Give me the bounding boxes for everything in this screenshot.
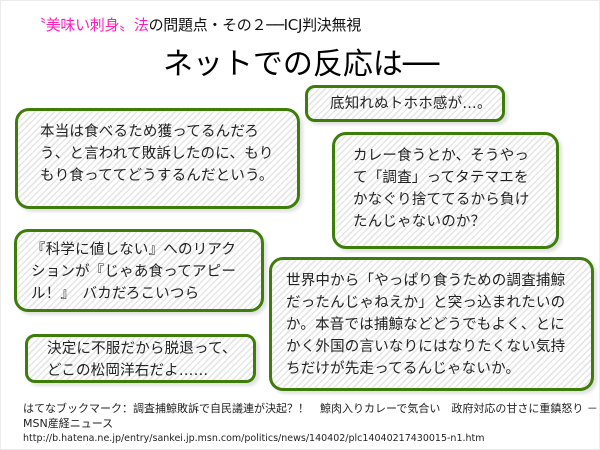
- comment-bubble: 本当は食べるため獲ってるんだろ う、と言われて敗訴したのに、もり もり食っててど…: [15, 108, 300, 209]
- comment-text: カレー食うとか、そうやっ て「調査」ってタテマエを かなぐり捨ててるから負け た…: [353, 148, 530, 230]
- comment-bubble: 世界中から「やっぱり食うための調査捕鯨 だったんじゃねえか」と突っ込まれたいの …: [269, 257, 594, 391]
- comment-text: 底知れぬトホホ感が…。: [330, 96, 492, 112]
- source-title-line2: MSN産経ニュース: [23, 417, 114, 430]
- source-url[interactable]: http://b.hatena.ne.jp/entry/sankei.jp.ms…: [23, 433, 485, 444]
- comment-bubble: 底知れぬトホホ感が…。: [305, 85, 505, 122]
- comment-text: 世界中から「やっぱり食うための調査捕鯨 だったんじゃねえか」と突っ込まれたいの …: [286, 273, 566, 377]
- subtitle-highlight: 〝美味い刺身〟法: [31, 16, 149, 34]
- comment-bubble: 『科学に値しない』へのリアク ションが『じゃあ食ってアピー ル！』 バカだろこい…: [14, 229, 264, 312]
- subtitle: 〝美味い刺身〟法の問題点・その２──ICJ判決無視: [31, 14, 361, 35]
- comment-bubble: 決定に不服だから脱退って、 どこの松岡洋右だよ……: [25, 334, 256, 383]
- source-title-line1: はてなブックマーク：調査捕鯨敗訴で自民議連が決起？！ 鯨肉入りカレーで気合い 政…: [23, 402, 598, 415]
- source-citation: はてなブックマーク：調査捕鯨敗訴で自民議連が決起？！ 鯨肉入りカレーで気合い 政…: [23, 401, 598, 446]
- comment-text: 本当は食べるため獲ってるんだろ う、と言われて敗訴したのに、もり もり食っててど…: [40, 124, 274, 184]
- comment-text: 『科学に値しない』へのリアク ションが『じゃあ食ってアピー ル！』 バカだろこい…: [31, 242, 237, 302]
- subtitle-rest: の問題点・その２──ICJ判決無視: [148, 16, 362, 34]
- comment-text: 決定に不服だから脱退って、 どこの松岡洋右だよ……: [47, 341, 237, 379]
- page-title: ネットでの反応は──: [162, 47, 440, 82]
- comment-bubble: カレー食うとか、そうやっ て「調査」ってタテマエを かなぐり捨ててるから負け た…: [332, 132, 559, 249]
